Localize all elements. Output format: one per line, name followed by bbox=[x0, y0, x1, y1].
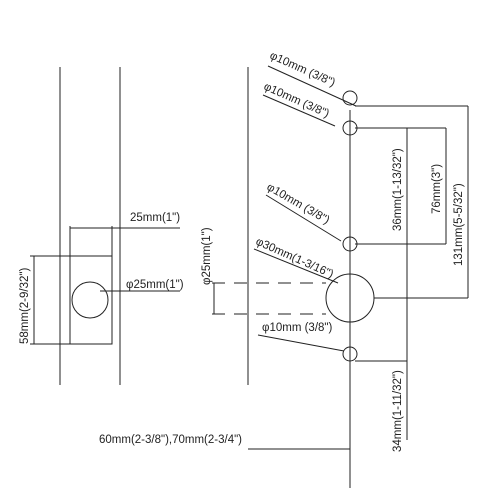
label-phi10-2: φ10mm (3/8") bbox=[262, 81, 331, 121]
leader-phi10-3 bbox=[265, 194, 342, 242]
label-phi25-right: φ25mm(1") bbox=[201, 227, 213, 285]
label-phi10-4: φ10mm (3/8") bbox=[262, 322, 333, 334]
leader-phi10-2 bbox=[262, 94, 336, 127]
latch-bore-circle-left bbox=[71, 281, 109, 319]
leader-phi10-4 bbox=[257, 334, 345, 352]
label-25mm: 25mm(1") bbox=[130, 212, 180, 224]
label-76mm: 76mm(3") bbox=[431, 164, 443, 214]
label-phi25-left: φ25mm(1") bbox=[126, 279, 184, 291]
label-phi10-3: φ10mm (3/8") bbox=[265, 181, 332, 227]
leader-phi10-1 bbox=[267, 65, 357, 107]
label-36mm: 36mm(1-13/32") bbox=[392, 148, 404, 231]
latch-plate-outline bbox=[69, 255, 113, 345]
leader-phi30 bbox=[253, 248, 339, 284]
label-34mm: 34mm(1-11/32") bbox=[392, 370, 404, 452]
label-backset: 60mm(2-3/8"),70mm(2-3/4") bbox=[99, 434, 242, 446]
label-131mm: 131mm(5-5/32") bbox=[453, 183, 465, 266]
label-phi10-1: φ10mm (3/8") bbox=[268, 50, 337, 90]
label-58mm: 58mm(2-9/32") bbox=[19, 268, 31, 344]
screw-hole-1 bbox=[342, 90, 358, 106]
label-phi30: φ30mm(1-3/16") bbox=[254, 236, 336, 281]
